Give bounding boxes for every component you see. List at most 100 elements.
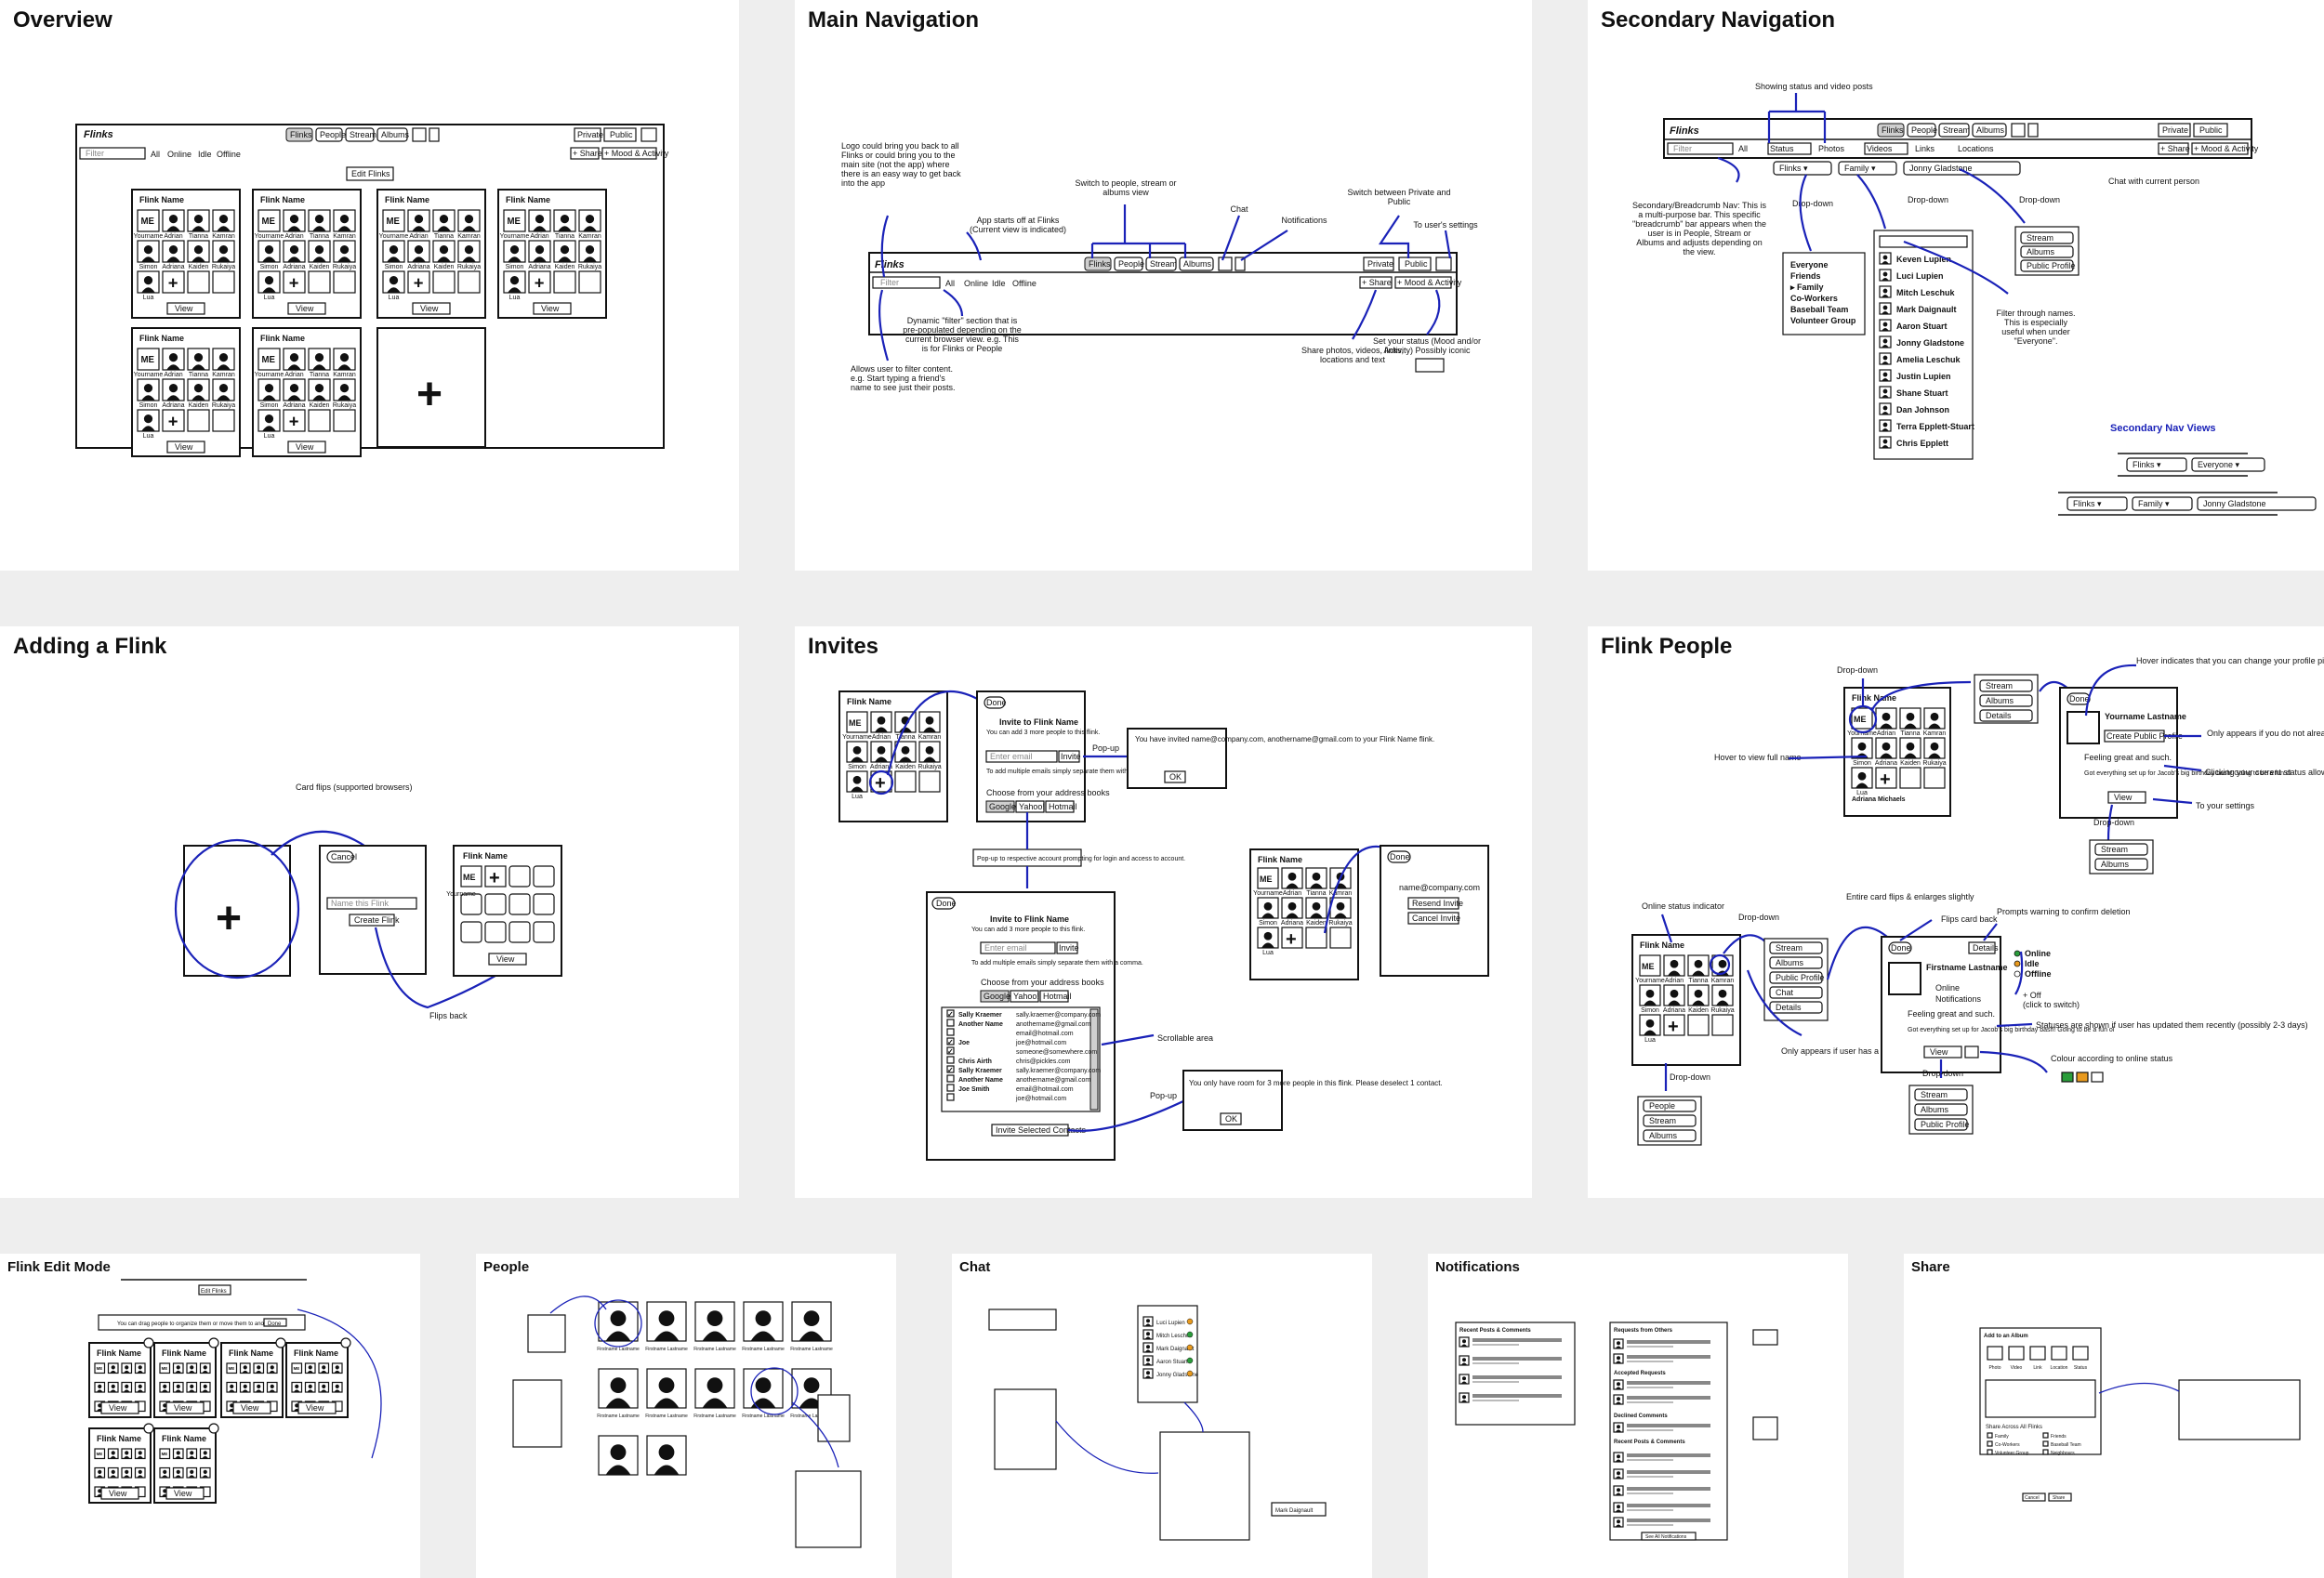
address-book-button[interactable] bbox=[1045, 800, 1075, 813]
person-option[interactable]: Aaron Stuart bbox=[1896, 322, 1948, 331]
contact-checkbox[interactable] bbox=[946, 1074, 955, 1083]
view-dropdown[interactable] bbox=[165, 1401, 205, 1414]
contact-checkbox[interactable] bbox=[946, 1056, 955, 1064]
person-option[interactable]: Amelia Leschuk bbox=[1896, 355, 1961, 364]
person-option[interactable]: Chris Epplett bbox=[1896, 439, 1948, 448]
person-option[interactable]: Mitch Leschuk bbox=[1896, 288, 1956, 297]
breadcrumb-item[interactable] bbox=[2126, 457, 2187, 472]
nav-tab[interactable] bbox=[1907, 123, 1936, 138]
menu-item[interactable] bbox=[1979, 709, 2033, 722]
view-dropdown[interactable] bbox=[533, 302, 572, 315]
menu-item[interactable] bbox=[1914, 1103, 1968, 1116]
group-option[interactable]: Everyone bbox=[1790, 260, 1829, 270]
view-dropdown[interactable] bbox=[297, 1401, 337, 1414]
share-group-checkbox[interactable] bbox=[1987, 1449, 1993, 1455]
chat-contact[interactable]: Mitch Leschuk bbox=[1156, 1334, 1193, 1339]
group-option[interactable]: Co-Workers bbox=[1790, 294, 1838, 303]
address-book-button[interactable] bbox=[980, 990, 1010, 1003]
view-dropdown[interactable] bbox=[100, 1487, 139, 1500]
menu-item[interactable] bbox=[1769, 1001, 1823, 1014]
chat-contact[interactable]: Mark Daignault bbox=[1156, 1347, 1195, 1352]
share-group-checkbox[interactable] bbox=[2042, 1449, 2049, 1455]
menu-item[interactable] bbox=[1643, 1129, 1697, 1142]
delete-flink-icon[interactable] bbox=[340, 1337, 351, 1348]
nav-tab[interactable] bbox=[315, 127, 343, 142]
view-dropdown[interactable] bbox=[287, 441, 326, 454]
delete-flink-icon[interactable] bbox=[208, 1423, 219, 1434]
view-option[interactable] bbox=[2020, 231, 2074, 244]
menu-item[interactable] bbox=[1979, 694, 2033, 707]
share-group-checkbox[interactable] bbox=[2042, 1432, 2049, 1439]
nav-tab[interactable] bbox=[1145, 256, 1177, 271]
breadcrumb-item[interactable] bbox=[2132, 496, 2193, 511]
contact-checkbox[interactable] bbox=[946, 1093, 955, 1101]
nav-tab[interactable] bbox=[1972, 123, 2007, 138]
breadcrumb-item[interactable] bbox=[2191, 457, 2265, 472]
chat-contact[interactable]: Jonny Gladstone bbox=[1156, 1373, 1199, 1378]
view-option[interactable] bbox=[2020, 259, 2074, 272]
add-member-button[interactable] bbox=[162, 270, 185, 294]
address-book-button[interactable] bbox=[1015, 800, 1045, 813]
nav-tab[interactable] bbox=[376, 127, 408, 142]
menu-item[interactable] bbox=[1643, 1099, 1697, 1112]
delete-flink-icon[interactable] bbox=[208, 1337, 219, 1348]
chat-icon[interactable] bbox=[2011, 123, 2026, 138]
person-option[interactable]: Mark Daignault bbox=[1896, 305, 1957, 314]
group-option[interactable]: Volunteer Group bbox=[1790, 316, 1856, 325]
menu-item[interactable] bbox=[1914, 1118, 1968, 1131]
delete-flink-icon[interactable] bbox=[143, 1337, 154, 1348]
person-option[interactable]: Justin Lupien bbox=[1896, 372, 1951, 381]
menu-item[interactable] bbox=[1914, 1088, 1968, 1101]
group-option[interactable]: Friends bbox=[1790, 271, 1821, 281]
person-option[interactable]: Luci Lupien bbox=[1896, 271, 1944, 281]
share-group-checkbox[interactable] bbox=[1987, 1440, 1993, 1447]
view-dropdown[interactable] bbox=[100, 1401, 139, 1414]
notification-icon[interactable] bbox=[2027, 123, 2039, 138]
nav-tab[interactable] bbox=[1938, 123, 1970, 138]
add-member-button[interactable] bbox=[407, 270, 430, 294]
nav-tab[interactable] bbox=[1877, 123, 1905, 138]
breadcrumb-item[interactable] bbox=[2067, 496, 2128, 511]
view-dropdown[interactable] bbox=[165, 1487, 205, 1500]
status-option[interactable]: Online bbox=[2025, 949, 2051, 958]
menu-item[interactable] bbox=[1643, 1114, 1697, 1127]
view-dropdown[interactable] bbox=[232, 1401, 271, 1414]
delete-flink-icon[interactable] bbox=[143, 1423, 154, 1434]
person-option[interactable]: Jonny Gladstone bbox=[1896, 338, 1964, 348]
menu-item[interactable] bbox=[1769, 971, 1823, 984]
person-option[interactable]: Terra Epplett-Stuart bbox=[1896, 422, 1974, 431]
chat-contact[interactable]: Aaron Stuart bbox=[1156, 1360, 1188, 1365]
notification-icon[interactable] bbox=[429, 127, 440, 142]
share-type-button[interactable] bbox=[2008, 1346, 2025, 1361]
add-member-button[interactable] bbox=[283, 270, 306, 294]
contact-checkbox[interactable] bbox=[946, 1046, 955, 1055]
chat-contact[interactable]: Luci Lupien bbox=[1156, 1321, 1185, 1326]
breadcrumb-item[interactable] bbox=[1838, 161, 1897, 176]
nav-tab[interactable] bbox=[345, 127, 375, 142]
view-dropdown[interactable] bbox=[166, 441, 205, 454]
person-option[interactable]: Keven Lupien bbox=[1896, 255, 1951, 264]
share-group-checkbox[interactable] bbox=[1987, 1432, 1993, 1439]
nav-tab[interactable] bbox=[1179, 256, 1214, 271]
contact-checkbox[interactable] bbox=[946, 1037, 955, 1045]
status-option[interactable]: Idle bbox=[2025, 959, 2040, 968]
breadcrumb-item[interactable] bbox=[1773, 161, 1832, 176]
menu-item[interactable] bbox=[1769, 956, 1823, 969]
filter-option[interactable]: Videos bbox=[1867, 144, 1893, 153]
person-option[interactable]: Dan Johnson bbox=[1896, 405, 1949, 414]
share-group-checkbox[interactable] bbox=[2042, 1440, 2049, 1447]
address-book-button[interactable] bbox=[1010, 990, 1039, 1003]
status-option[interactable]: Offline bbox=[2025, 969, 2052, 979]
delete-flink-icon[interactable] bbox=[275, 1337, 286, 1348]
filter-option[interactable]: Links bbox=[1915, 144, 1935, 153]
menu-item[interactable] bbox=[1769, 986, 1823, 999]
add-member-button[interactable] bbox=[528, 270, 551, 294]
